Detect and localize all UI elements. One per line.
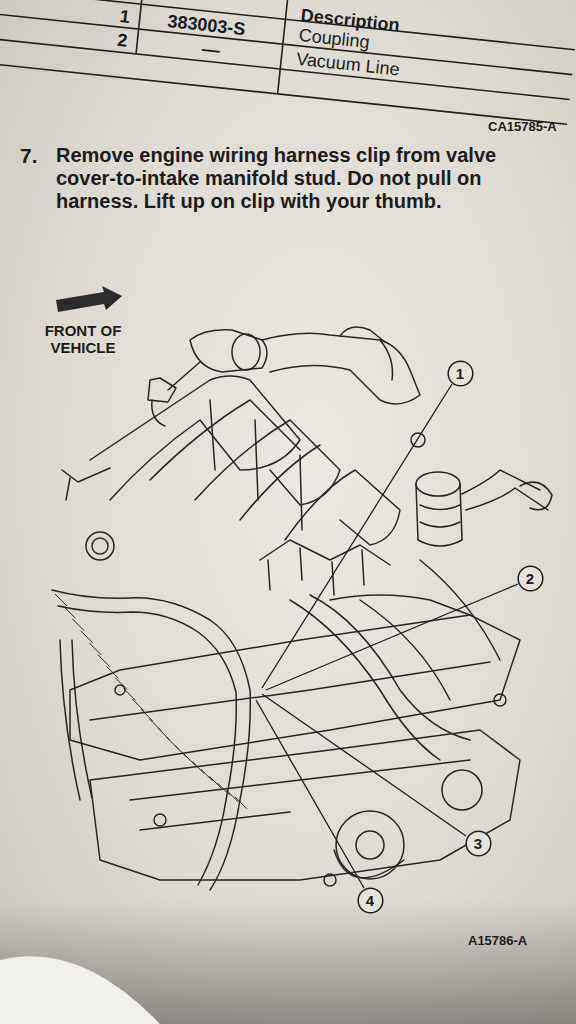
label-text: 7.: [20, 144, 38, 168]
callout-circle: 3: [465, 830, 492, 857]
engine-drawing: [52, 327, 552, 890]
table-cell: —: [201, 39, 221, 61]
harness-rib: [149, 719, 161, 731]
cloth: [0, 956, 160, 1024]
label-text: A15786-A: [468, 934, 527, 949]
harness-rib: [64, 606, 76, 618]
table-cell: 383003-S: [167, 11, 247, 40]
callout-number: 3: [465, 830, 492, 857]
front-arrow: [56, 286, 122, 312]
table-cell: 1: [119, 6, 131, 28]
harness-rib: [209, 776, 221, 788]
callout-number: 2: [517, 565, 544, 592]
harness-rib: [132, 699, 144, 711]
harness-ribs: [55, 594, 247, 809]
harness-rib: [115, 677, 127, 689]
harness-rib: [55, 594, 67, 606]
harness-rib: [141, 709, 153, 721]
direction-note: FRONT OF VEHICLE: [24, 322, 142, 357]
harness-rib: [218, 783, 230, 795]
harness-rib: [98, 655, 110, 667]
harness-rib: [124, 688, 136, 700]
page-shadow: [0, 900, 576, 1024]
label-text: Remove engine wiring harness clip from v…: [56, 144, 556, 213]
harness-rib: [192, 761, 204, 773]
label-text: CA15785-A: [488, 120, 557, 135]
harness-rib: [106, 666, 118, 678]
harness-rib: [235, 797, 247, 809]
callout-circle: 2: [517, 565, 544, 592]
callout-number: 4: [357, 887, 384, 914]
harness-rib: [226, 790, 238, 802]
harness-rib: [81, 631, 93, 643]
callout-number: 1: [447, 360, 474, 387]
callout-circle: 4: [357, 887, 384, 914]
table-cell: Vacuum Line: [295, 49, 400, 80]
harness-rib: [201, 769, 213, 781]
harness-rib: [72, 619, 84, 631]
callout-circle: 1: [447, 360, 474, 387]
leader-lines: [256, 384, 518, 888]
harness-rib: [184, 754, 196, 766]
harness-rib: [89, 643, 101, 655]
parts-table-lines: [0, 0, 576, 124]
table-cell: 2: [116, 30, 128, 52]
